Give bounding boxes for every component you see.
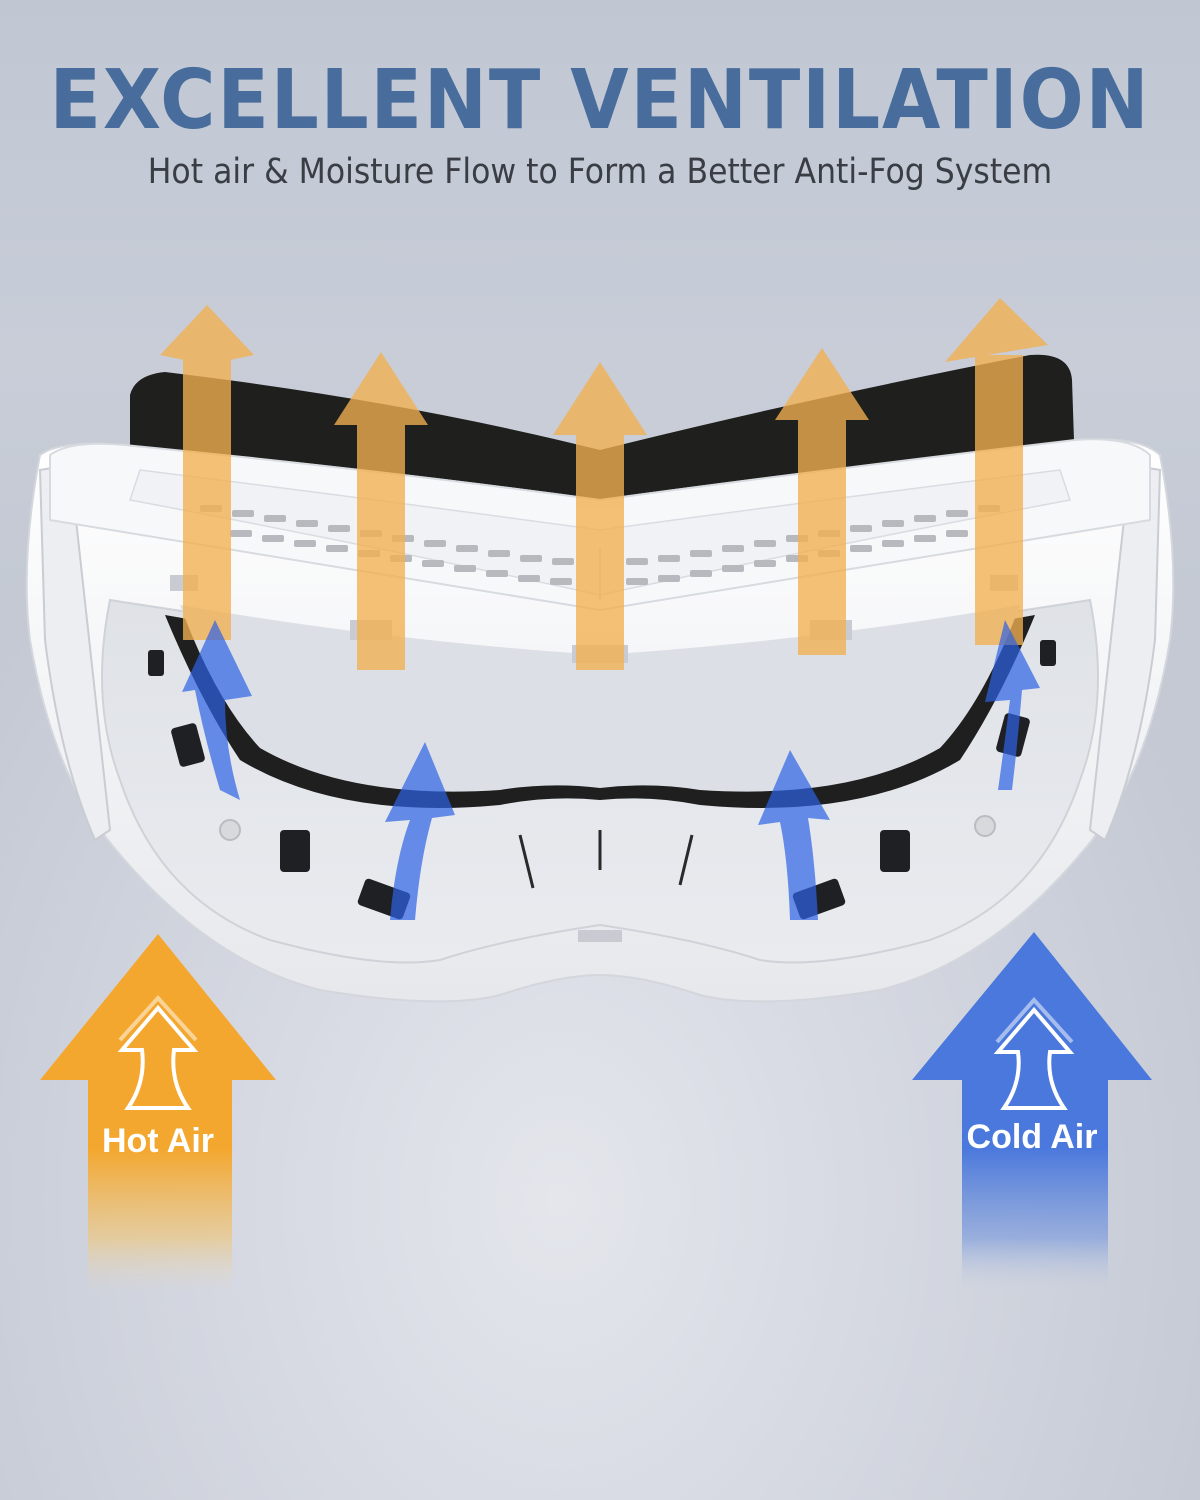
goggle-frame-illustration xyxy=(25,298,1175,1003)
up-arrow-outline-icon xyxy=(993,996,1075,1110)
hot-arrow-3 xyxy=(553,362,647,670)
hot-arrow-2 xyxy=(334,352,428,670)
cold-air-arrow-icon xyxy=(912,932,1152,1292)
cold-air-label: Cold Air xyxy=(966,1118,1098,1156)
cold-arrow-2 xyxy=(385,742,455,920)
cold-arrow-3 xyxy=(758,750,830,920)
hot-arrow-1 xyxy=(160,305,254,640)
hot-air-label: Hot Air xyxy=(101,1122,215,1160)
page-subtitle: Hot air & Moisture Flow to Form a Better… xyxy=(147,152,1053,192)
hot-arrow-4 xyxy=(775,348,869,655)
hot-air-arrow-icon xyxy=(40,934,276,1292)
page-title: EXCELLENT VENTILATION xyxy=(49,53,1151,148)
hot-arrow-5 xyxy=(945,298,1048,645)
cold-air-flow-arrows xyxy=(182,620,1040,920)
hot-air-flow-arrows xyxy=(160,298,1048,670)
up-arrow-outline-icon xyxy=(117,995,199,1110)
cold-air-legend: Cold Air xyxy=(912,930,1152,1292)
cold-arrow-1 xyxy=(182,620,252,800)
hot-air-legend: Hot Air xyxy=(38,932,278,1292)
cold-arrow-4 xyxy=(985,620,1040,790)
